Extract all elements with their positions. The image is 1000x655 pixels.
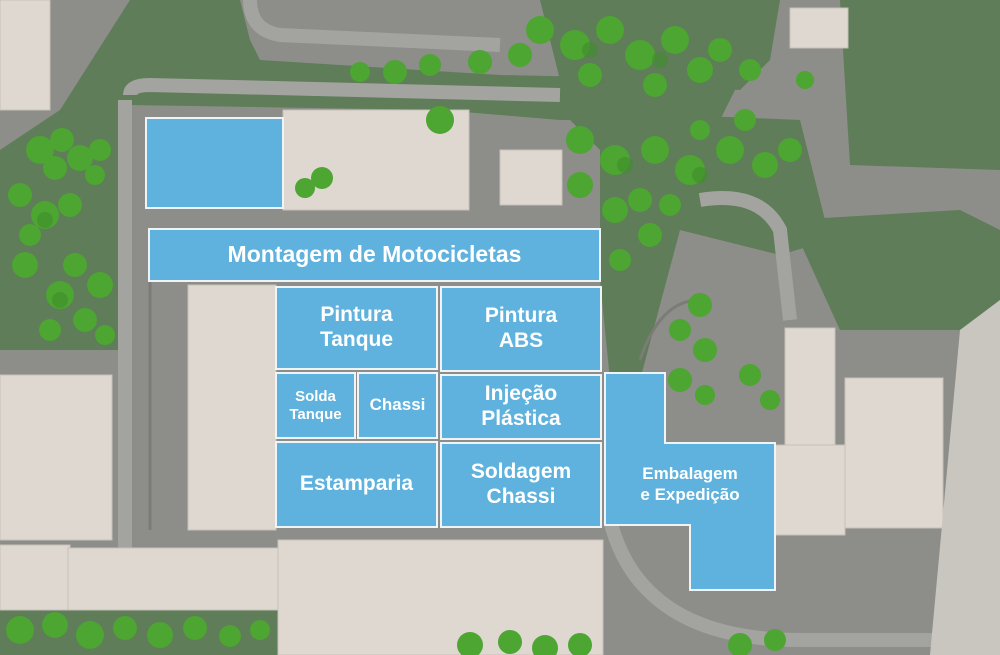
zone-injecao-line1: Injeção <box>484 382 558 406</box>
zone-estamparia-label: Estamparia <box>299 472 414 496</box>
zone-embalagem-shape[interactable] <box>604 372 776 591</box>
zone-pintura-abs-line1: Pintura <box>484 304 558 328</box>
zone-solda-tanque[interactable]: Solda Tanque <box>275 372 356 439</box>
zone-soldagem-chassi-line1: Soldagem <box>470 460 572 484</box>
zone-injecao-line2: Plástica <box>481 407 561 430</box>
zone-pintura-tanque-line1: Pintura <box>320 303 393 327</box>
zone-blank-block[interactable] <box>145 117 284 209</box>
zone-embalagem-text: Embalagem e Expedição <box>640 463 739 506</box>
zone-pintura-abs-line2: ABS <box>498 329 544 352</box>
zone-pintura-tanque-line2: Tanque <box>319 328 394 351</box>
zone-solda-tanque-text: Solda Tanque <box>289 388 341 423</box>
trees <box>6 16 814 655</box>
zone-soldagem-chassi[interactable]: Soldagem Chassi <box>440 442 602 528</box>
zone-pintura-abs-text: Pintura ABS <box>485 304 557 354</box>
zone-chassi[interactable]: Chassi <box>357 372 438 439</box>
zone-pintura-tanque-text: Pintura Tanque <box>320 303 393 353</box>
zone-pintura-tanque[interactable]: Pintura Tanque <box>275 286 438 370</box>
zone-montagem-label: Montagem de Motocicletas <box>227 241 522 268</box>
zone-chassi-label: Chassi <box>369 395 426 415</box>
zone-solda-tanque-line2: Tanque <box>289 405 342 423</box>
zone-solda-tanque-line1: Solda <box>295 388 336 406</box>
zone-injecao-text: Injeção Plástica <box>481 382 560 432</box>
zone-embalagem-line2: e Expedição <box>640 485 740 504</box>
zone-embalagem-label-box: Embalagem e Expedição <box>612 455 768 513</box>
zone-estamparia[interactable]: Estamparia <box>275 441 438 528</box>
zone-montagem-de-motocicletas[interactable]: Montagem de Motocicletas <box>148 228 601 282</box>
zone-soldagem-chassi-line2: Chassi <box>486 485 556 508</box>
zone-injecao-plastica[interactable]: Injeção Plástica <box>440 374 602 440</box>
zone-embalagem-line1: Embalagem <box>642 463 738 483</box>
zone-pintura-abs[interactable]: Pintura ABS <box>440 286 602 372</box>
zone-soldagem-chassi-text: Soldagem Chassi <box>471 460 571 510</box>
